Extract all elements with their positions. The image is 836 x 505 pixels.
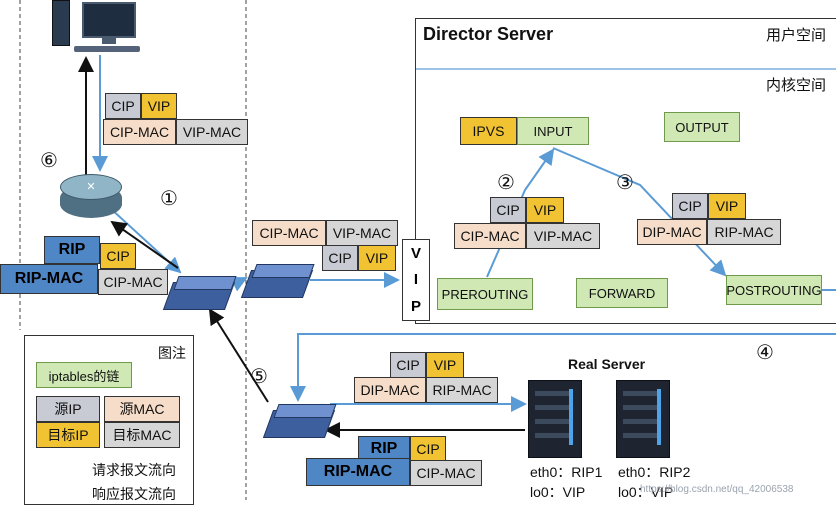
pkt-d-src-mac: CIP-MAC — [454, 223, 526, 249]
watermark: https://blog.csdn.net/qq_42006538 — [640, 484, 794, 495]
pkt-c-src-mac: CIP-MAC — [252, 220, 326, 246]
switch-2-icon — [240, 258, 315, 298]
vip-interface: V I P — [402, 239, 430, 321]
director-title: Director Server — [423, 24, 554, 44]
client-computer-icon — [44, 0, 144, 58]
chain-input: INPUT — [517, 117, 589, 145]
pkt-b-src-ip: RIP — [44, 236, 100, 264]
pkt-c-dst-ip: VIP — [358, 245, 396, 271]
pkt-g-dst-mac: CIP-MAC — [410, 460, 482, 486]
chain-forward: FORWARD — [576, 278, 668, 308]
legend-src-ip: 源IP — [36, 396, 100, 422]
server-2-lo0: lo0：VIP — [618, 484, 674, 500]
pkt-a-src-mac: CIP-MAC — [103, 119, 176, 145]
response-arrow-switch-router — [110, 220, 179, 269]
chain-ipvs: IPVS — [460, 117, 517, 145]
legend-dst-ip: 目标IP — [36, 422, 100, 448]
pkt-a-dst-mac: VIP-MAC — [176, 119, 248, 145]
pkt-e-dst-ip: VIP — [708, 193, 746, 219]
real-server-title: Real Server — [568, 356, 646, 372]
vip-letter-p: P — [410, 298, 421, 316]
step-5: ⑤ — [250, 366, 268, 388]
director-server-panel — [415, 18, 836, 324]
response-arrow-switch3-switch1 — [208, 308, 269, 403]
pkt-d-dst-ip: VIP — [526, 197, 564, 223]
pkt-c-dst-mac: VIP-MAC — [326, 220, 398, 246]
pkt-f-dst-ip: VIP — [426, 352, 464, 378]
pkt-e-src-ip: CIP — [672, 193, 708, 219]
pkt-c-src-ip: CIP — [322, 245, 358, 271]
server-2-eth0: eth0：RIP2 — [618, 464, 691, 480]
pkt-g-dst-ip: CIP — [410, 436, 446, 462]
legend-title: 图注 — [158, 345, 186, 361]
vip-letter-i: I — [413, 271, 419, 289]
pkt-b-dst-mac: CIP-MAC — [98, 269, 168, 295]
step-2: ② — [497, 172, 515, 194]
pkt-a-src-ip: CIP — [105, 93, 141, 119]
legend-dst-mac: 目标MAC — [104, 422, 180, 448]
legend-request-label: 请求报文流向 — [92, 462, 176, 478]
pkt-e-src-mac: DIP-MAC — [637, 219, 707, 245]
vip-letter-v: V — [410, 244, 421, 262]
chain-output: OUTPUT — [664, 112, 740, 142]
space-divider — [416, 68, 836, 70]
pkt-a-dst-ip: VIP — [141, 93, 177, 119]
switch-1-icon — [162, 270, 237, 312]
pkt-f-src-ip: CIP — [390, 352, 426, 378]
legend-src-mac: 源MAC — [104, 396, 180, 422]
pkt-b-src-mac: RIP-MAC — [0, 264, 98, 294]
legend-iptables: iptables的链 — [36, 362, 132, 388]
pkt-b-dst-ip: CIP — [100, 243, 136, 269]
step-4: ④ — [756, 342, 774, 364]
legend-response-label: 响应报文流向 — [92, 486, 176, 502]
server-1-icon — [528, 380, 582, 458]
server-1-eth0: eth0：RIP1 — [530, 464, 603, 480]
step-6: ⑥ — [40, 150, 58, 172]
pkt-f-src-mac: DIP-MAC — [354, 377, 426, 403]
chain-prerouting: PREROUTING — [437, 278, 533, 310]
pkt-g-src-ip: RIP — [358, 436, 410, 462]
server-1-lo0: lo0：VIP — [530, 484, 586, 500]
pkt-d-dst-mac: VIP-MAC — [526, 223, 600, 249]
pkt-g-src-mac: RIP-MAC — [306, 458, 410, 486]
step-3: ③ — [616, 172, 634, 194]
chain-postrouting: POSTROUTING — [726, 275, 822, 305]
pkt-e-dst-mac: RIP-MAC — [707, 219, 781, 245]
pkt-d-src-ip: CIP — [490, 197, 526, 223]
router-icon: ✕ — [60, 172, 122, 220]
kernel-space-label: 内核空间 — [766, 77, 827, 94]
pkt-f-dst-mac: RIP-MAC — [426, 377, 498, 403]
user-space-label: 用户空间 — [766, 27, 827, 44]
request-arrow-director-switch3 — [290, 333, 836, 402]
request-arrow-input-postrouting — [552, 147, 727, 277]
step-1: ① — [160, 188, 178, 210]
switch-3-icon — [262, 398, 337, 438]
server-2-icon — [616, 380, 670, 458]
